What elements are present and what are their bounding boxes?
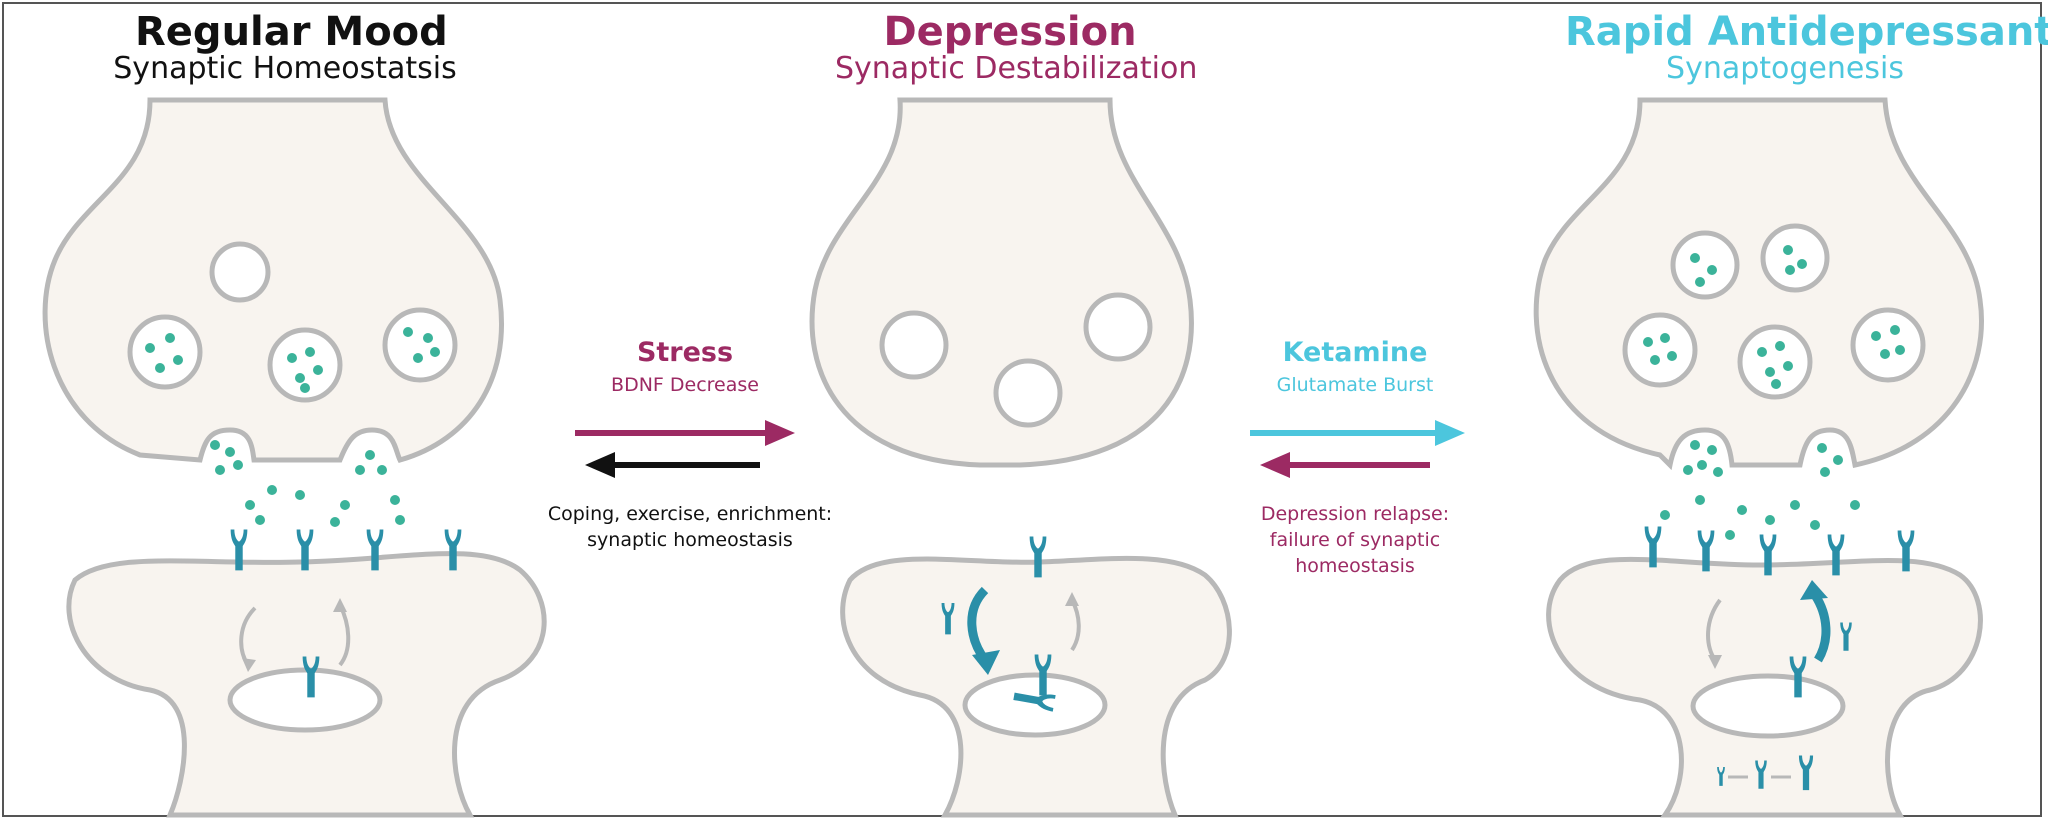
relapse-arrow xyxy=(1260,452,1430,478)
relapse-line3: homeostasis xyxy=(1295,555,1415,577)
relapse-line1: Depression relapse: xyxy=(1260,503,1450,525)
stress-sublabel: BDNF Decrease xyxy=(611,374,759,396)
regular-title: Regular Mood xyxy=(135,9,448,55)
stress-arrow xyxy=(575,420,795,446)
ketamine-sublabel: Glutamate Burst xyxy=(1276,374,1434,396)
regular-postsynaptic xyxy=(66,551,547,818)
antidepressant-title: Rapid Antidepressant xyxy=(1565,9,2048,55)
depression-subtitle: Synaptic Destabilization xyxy=(835,51,1198,86)
stress-label: Stress xyxy=(636,337,734,368)
depression-postsynaptic xyxy=(840,555,1232,818)
relapse-line2: failure of synaptic xyxy=(1269,529,1441,551)
antidepressant-subtitle: Synaptogenesis xyxy=(1666,51,1904,86)
ketamine-label: Ketamine xyxy=(1282,337,1428,368)
regular-vesicles xyxy=(127,241,458,527)
depression-title: Depression xyxy=(883,9,1137,55)
depression-presynaptic xyxy=(809,97,1194,468)
antidepressant-vesicles xyxy=(1622,223,1926,540)
coping-line1: Coping, exercise, enrichment: xyxy=(547,503,833,525)
antidepressant-postsynaptic xyxy=(1546,556,1983,818)
ketamine-arrow xyxy=(1250,420,1465,446)
coping-arrow xyxy=(585,452,760,478)
regular-subtitle: Synaptic Homeostatsis xyxy=(113,51,457,86)
antidepressant-receptors xyxy=(1644,526,1915,791)
regular-presynaptic xyxy=(42,97,504,463)
coping-line2: synaptic homeostasis xyxy=(587,529,793,551)
antidepressant-presynaptic xyxy=(1533,97,1984,471)
